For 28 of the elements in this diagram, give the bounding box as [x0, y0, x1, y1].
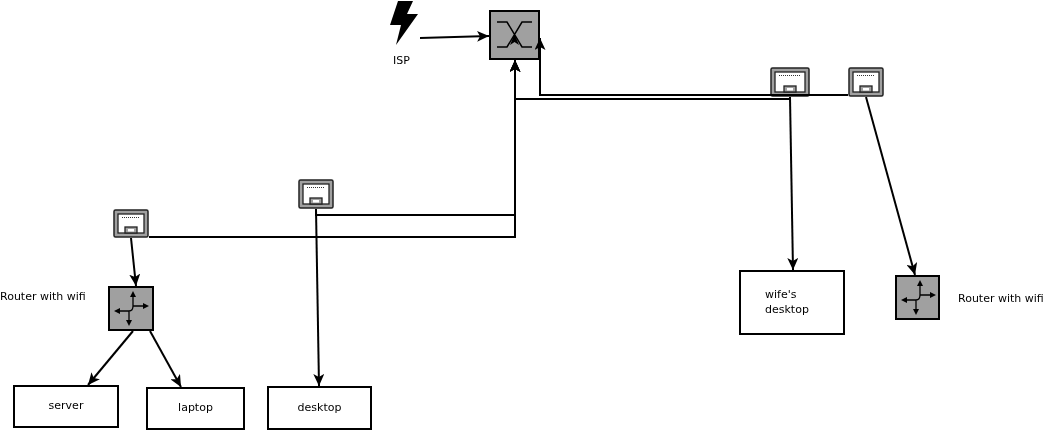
- arrow: [534, 37, 849, 96]
- device-label: laptop: [178, 401, 213, 416]
- network-switch-icon: [489, 10, 540, 60]
- arrow: [129, 237, 141, 287]
- device-label: Router with wifi: [0, 290, 86, 304]
- ethernet-port-icon: [770, 67, 810, 97]
- arrow: [87, 330, 134, 386]
- device-label: server: [48, 399, 84, 414]
- ethernet-port-icon: [298, 179, 334, 209]
- lightning-bolt-icon: [390, 0, 420, 46]
- device-label: wife's desktop: [765, 287, 810, 318]
- device-box: [267, 386, 372, 430]
- device-box: [13, 385, 119, 428]
- device-box: [739, 270, 845, 335]
- arrow: [313, 208, 325, 387]
- device-label: desktop: [297, 400, 342, 416]
- arrow: [149, 330, 182, 388]
- ethernet-port-icon: [113, 209, 149, 238]
- arrow: [148, 59, 521, 238]
- router-icon: [108, 286, 154, 331]
- ethernet-port-icon: [848, 67, 884, 97]
- arrow: [787, 96, 799, 271]
- router-icon: [895, 275, 940, 320]
- device-label: ISP: [393, 54, 410, 68]
- arrow: [865, 96, 918, 276]
- arrow: [419, 30, 490, 42]
- device-label: Router with wifi: [958, 292, 1044, 306]
- device-box: [146, 387, 245, 430]
